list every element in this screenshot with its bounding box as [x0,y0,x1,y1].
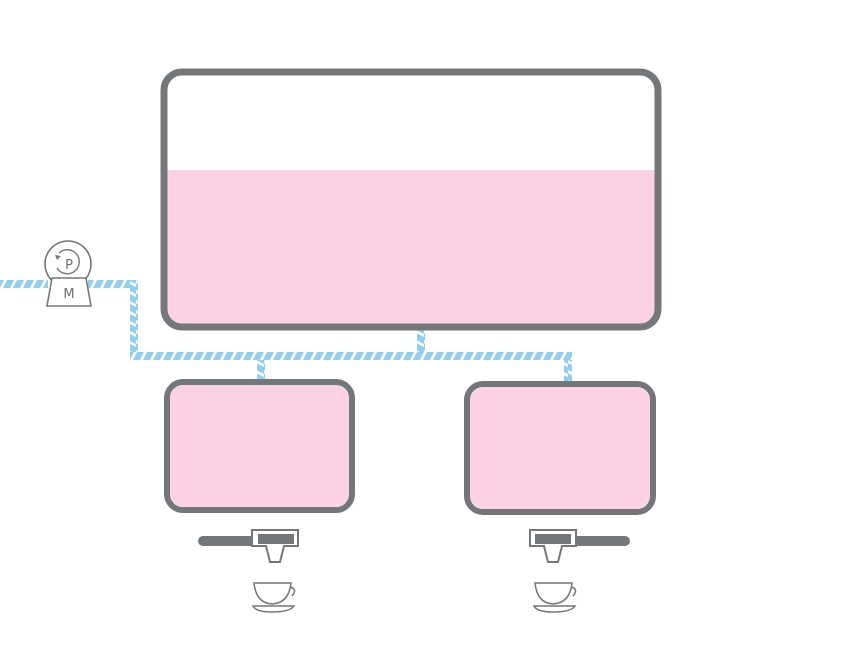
right-portafilter-icon [529,529,630,563]
inlet-pipe [0,280,48,288]
pump-label-top: P [65,258,73,273]
pump-outlet-pipe [88,280,138,288]
left-tank-connector-pipe [257,360,265,380]
right-coffee-cup-icon [532,582,577,613]
left-group-tank [164,379,355,513]
peristaltic-pump-icon: P M [44,240,92,307]
left-tank-liquid [170,385,349,507]
main-tank-connector-pipe [417,326,425,352]
right-tank-connector-pipe [564,360,572,382]
main-tank-liquid [167,170,655,324]
right-group-tank [464,381,656,515]
manifold-pipe [130,352,572,360]
left-portafilter-icon [198,529,299,563]
right-tank-liquid [470,387,650,509]
riser-pipe [130,280,138,360]
pump-label-bottom: M [63,287,74,302]
left-coffee-cup-icon [251,582,296,613]
main-boiler-tank [160,68,662,331]
